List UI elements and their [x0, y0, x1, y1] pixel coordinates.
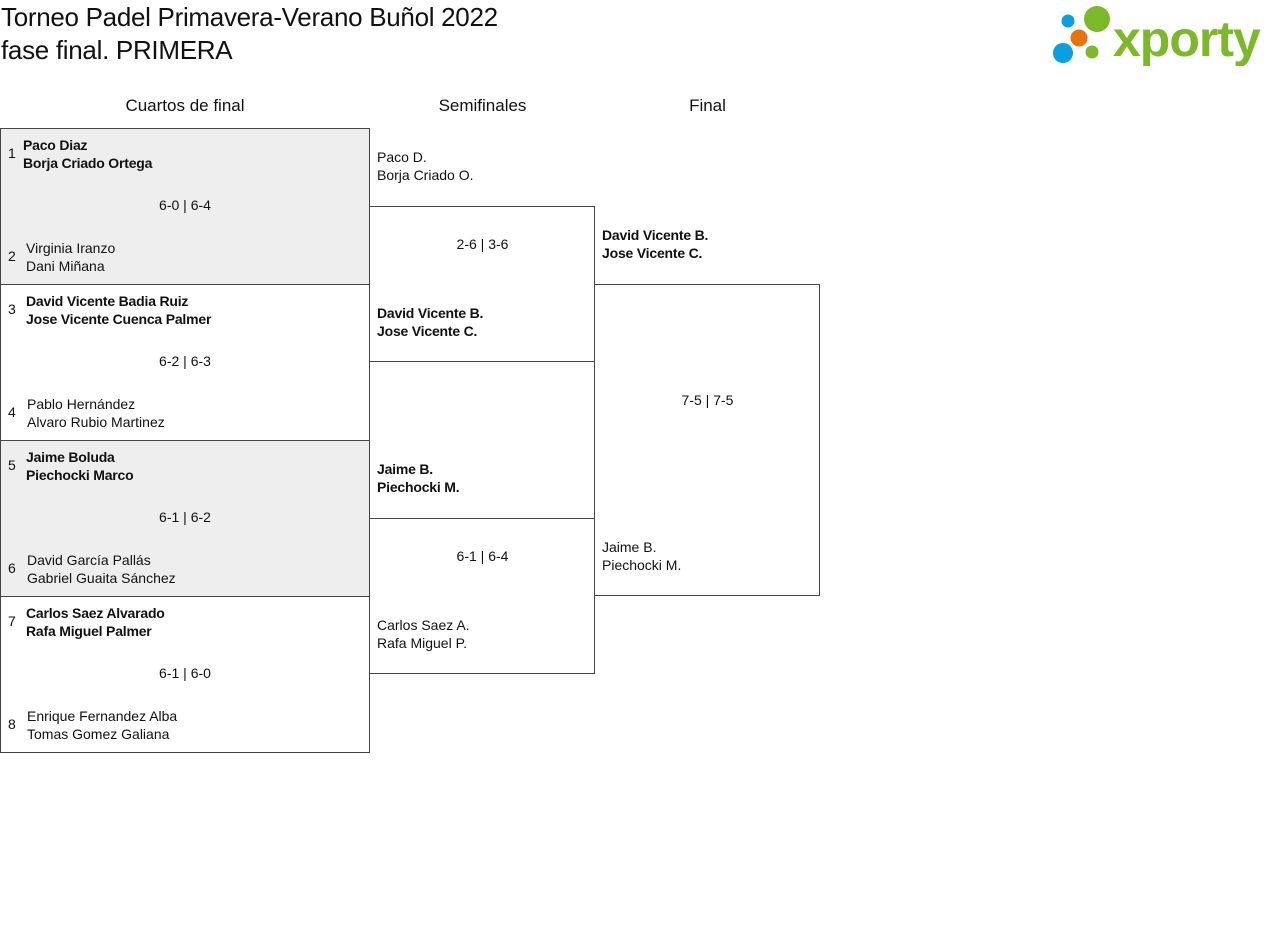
player-name: Jose Vicente C.: [602, 245, 703, 261]
player-name: Carlos Saez A.: [377, 617, 470, 633]
title-line-1: Torneo Padel Primavera-Verano Buñol 2022: [1, 2, 498, 32]
player-name: Piechocki M.: [602, 557, 682, 573]
seed-number: 3: [8, 301, 16, 317]
player-name: Tomas Gomez Galiana: [27, 726, 170, 742]
quarterfinal-match: [0, 128, 370, 285]
title-line-2: fase final. PRIMERA: [1, 35, 233, 65]
match-score: 6-1 | 6-0: [159, 665, 211, 681]
player-name: David Vicente B.: [602, 227, 709, 243]
match-score: 6-2 | 6-3: [159, 353, 211, 369]
team-entry[interactable]: Jaime B. Piechocki M.: [377, 460, 460, 496]
player-name: David García Pallás: [27, 552, 151, 568]
player-name: Jaime B.: [377, 461, 433, 477]
player-name: Rafa Miguel P.: [377, 635, 468, 651]
quarterfinal-match: [0, 596, 370, 753]
team-entry[interactable]: Carlos Saez A. Rafa Miguel P.: [377, 616, 470, 652]
match-score: 6-1 | 6-4: [456, 548, 509, 564]
match-score: 7-5 | 7-5: [681, 392, 734, 408]
final-match: [594, 284, 820, 596]
player-name: Jose Vicente Cuenca Palmer: [26, 311, 212, 327]
seed-number: 8: [8, 716, 16, 732]
player-name: Piechocki Marco: [26, 467, 134, 483]
player-name: Borja Criado Ortega: [23, 155, 153, 171]
seed-number: 6: [8, 560, 16, 576]
quarterfinal-match: [0, 440, 370, 597]
player-name: Paco D.: [377, 149, 427, 165]
player-name: David Vicente B.: [377, 305, 484, 321]
player-name: Carlos Saez Alvarado: [26, 605, 165, 621]
player-name: Jose Vicente C.: [377, 323, 478, 339]
match-score: 2-6 | 3-6: [456, 236, 509, 252]
seed-number: 4: [8, 404, 16, 420]
player-name: Alvaro Rubio Martinez: [27, 414, 165, 430]
player-name: Pablo Hernández: [27, 396, 136, 412]
match-score: 6-1 | 6-2: [159, 509, 211, 525]
player-name: Dani Miñana: [26, 258, 105, 274]
player-name: Enrique Fernandez Alba: [27, 708, 178, 724]
player-name: David Vicente Badia Ruiz: [26, 293, 189, 309]
round-header-final: Final: [689, 96, 726, 115]
player-name: Virginia Iranzo: [26, 240, 116, 256]
svg-text:xporty: xporty: [1113, 11, 1261, 66]
team-entry[interactable]: Paco D. Borja Criado O.: [377, 148, 473, 184]
player-name: Borja Criado O.: [377, 167, 474, 183]
round-header-semis: Semifinales: [438, 96, 527, 115]
match-score: 6-0 | 6-4: [159, 197, 211, 213]
player-name: Jaime B.: [602, 539, 657, 555]
semifinal-match: [369, 518, 595, 674]
team-entry[interactable]: Jaime B. Piechocki M.: [602, 538, 681, 574]
player-name: Piechocki M.: [377, 479, 460, 495]
player-name: Jaime Boluda: [26, 449, 115, 465]
team-entry[interactable]: David Vicente B. Jose Vicente C.: [602, 226, 708, 262]
team-entry[interactable]: David Vicente B. Jose Vicente C.: [377, 304, 483, 340]
player-name: Rafa Miguel Palmer: [26, 623, 152, 639]
seed-number: 7: [8, 613, 16, 629]
page-title: Torneo Padel Primavera-Verano Buñol 2022…: [1, 1, 498, 67]
round-header-quarters: Cuartos de final: [125, 96, 245, 115]
seed-number: 5: [8, 457, 16, 473]
xporty-logo: xporty: [1053, 6, 1262, 66]
player-name: Paco Diaz: [23, 137, 88, 153]
seed-number: 2: [8, 248, 16, 264]
seed-number: 1: [8, 145, 16, 161]
player-name: Gabriel Guaita Sánchez: [27, 570, 176, 586]
